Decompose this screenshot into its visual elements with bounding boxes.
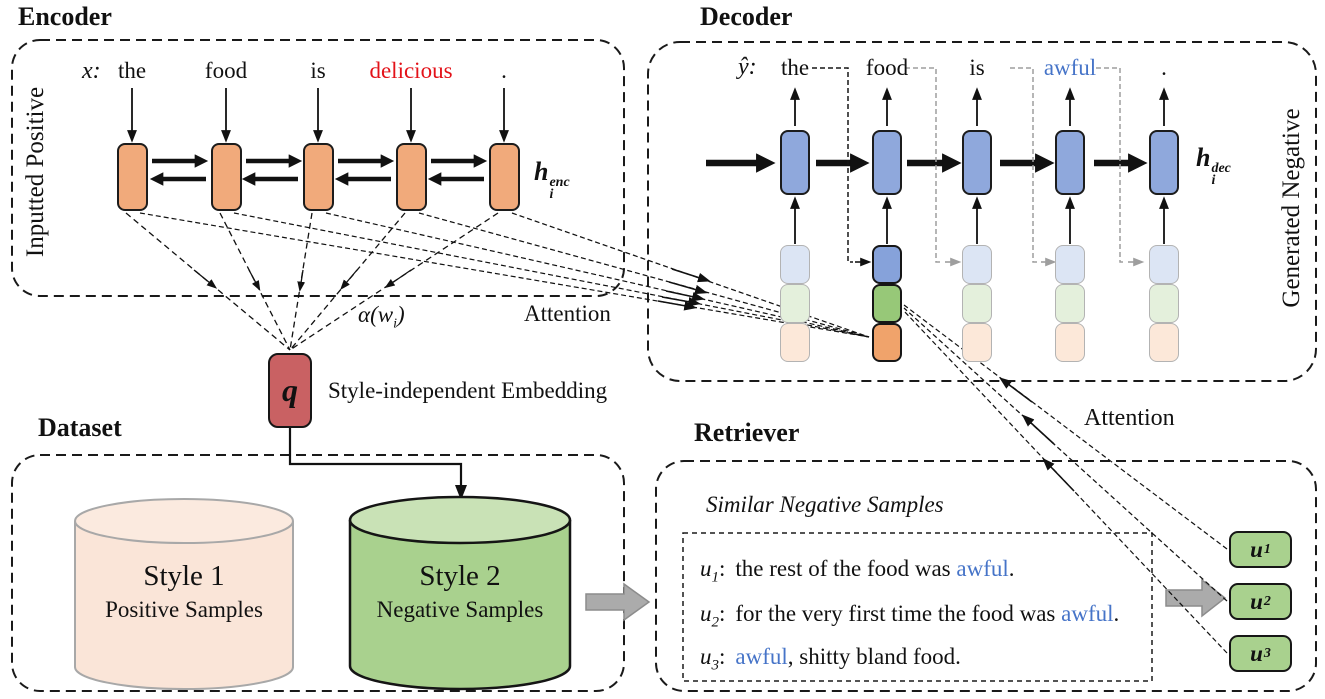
- style2-cylinder: [348, 495, 572, 691]
- encoder-side-label: Inputted Positive: [22, 86, 49, 258]
- similar-samples-title: Similar Negative Samples: [706, 492, 944, 517]
- embedding-caption: Style-independent Embedding: [328, 378, 608, 403]
- embedding-stack-cell: [780, 284, 810, 323]
- encoder-input-prefix: x:: [82, 58, 101, 84]
- encoder-attention-label: Attention: [524, 301, 611, 326]
- decoder-title: Decoder: [700, 2, 793, 31]
- embedding-stack-cell: [962, 245, 992, 284]
- decoder-word-1: the: [780, 55, 810, 80]
- encoder-cell: [303, 143, 334, 211]
- encoder-word-1: the: [117, 58, 147, 83]
- encoder-cell: [489, 143, 520, 211]
- embedding-stack-cell: [780, 245, 810, 284]
- encoder-cell: [396, 143, 427, 211]
- embedding-stack-cell: [962, 323, 992, 362]
- style2-subtitle: Negative Samples: [376, 597, 544, 622]
- retriever-container: [655, 460, 1317, 692]
- encoder-cell: [117, 143, 148, 211]
- encoder-word-5: .: [501, 58, 507, 83]
- embedding-stack-cell: [1149, 284, 1179, 323]
- embedding-stack-cell: [962, 284, 992, 323]
- decoder-word-4-highlighted: awful: [1043, 55, 1097, 80]
- style1-cylinder: [74, 498, 294, 690]
- similar-samples-box: [682, 532, 1153, 682]
- retriever-title: Retriever: [694, 418, 800, 447]
- samples-to-memory-arrow: [1165, 578, 1227, 618]
- style2-name: Style 2: [419, 560, 501, 592]
- embedding-stack-cell: [1055, 245, 1085, 284]
- decoder-cell: [1055, 130, 1085, 195]
- encoder-title: Encoder: [18, 2, 112, 31]
- embedding-stack-cell: [780, 323, 810, 362]
- embedding-stack-cell: [1149, 323, 1179, 362]
- embedding-stack-cell-active: [872, 323, 902, 362]
- embedding-stack-cell-active: [872, 245, 902, 284]
- embedding-stack-cell: [1055, 284, 1085, 323]
- encoder-word-4-highlighted: delicious: [369, 58, 453, 83]
- retriever-attention-label: Attention: [1084, 405, 1175, 431]
- negative-sample-1: u1:the rest of the food was awful.: [700, 556, 1015, 586]
- decoder-word-5: .: [1161, 55, 1167, 80]
- decoder-side-label: Generated Negative: [1278, 108, 1305, 308]
- dataset-container: [11, 454, 625, 692]
- decoder-word-3: is: [969, 55, 985, 80]
- style-independent-embedding-box: q: [268, 353, 312, 428]
- decoder-cell: [872, 130, 902, 195]
- attention-weight-label: α(wi): [358, 302, 405, 332]
- decoder-word-2: food: [865, 55, 909, 80]
- query-to-dataset-arrow: [288, 428, 468, 501]
- style1-subtitle: Positive Samples: [105, 597, 263, 622]
- decoder-cell: [962, 130, 992, 195]
- embedding-stack-cell-active: [872, 284, 902, 323]
- negative-sample-2: u2:for the very first time the food was …: [700, 601, 1120, 631]
- encoder-word-2: food: [204, 58, 248, 83]
- dataset-title: Dataset: [38, 413, 122, 442]
- decoder-container: [647, 41, 1317, 382]
- dataset-to-retriever-arrow: [585, 582, 651, 622]
- decoder-output-prefix: ŷ:: [738, 54, 757, 80]
- style1-name: Style 1: [143, 560, 225, 592]
- decoder-cell: [780, 130, 810, 195]
- decoder-cell: [1149, 130, 1179, 195]
- encoder-container: [11, 39, 625, 297]
- negative-sample-3: u3:awful, shitty bland food.: [700, 644, 961, 674]
- encoder-word-3: is: [310, 58, 326, 83]
- embedding-stack-cell: [1149, 245, 1179, 284]
- encoder-cell: [211, 143, 242, 211]
- embedding-symbol: q: [282, 372, 298, 408]
- embedding-stack-cell: [1055, 323, 1085, 362]
